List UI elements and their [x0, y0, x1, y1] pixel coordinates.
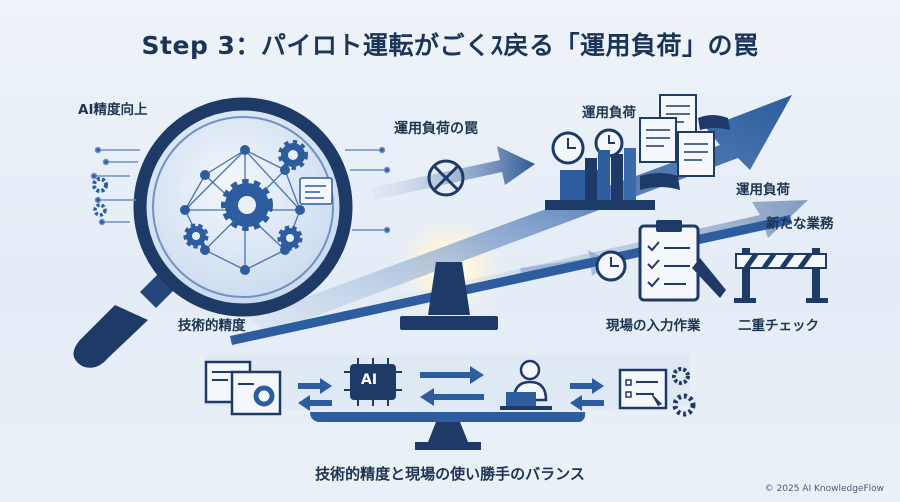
exchange-arrows-icon [298, 366, 604, 411]
label-tech-accuracy: 技術的精度 [178, 318, 246, 334]
binders-icon [545, 148, 655, 210]
label-trap: 運用負荷の罠 [394, 121, 478, 137]
balance-panel [205, 355, 690, 413]
tiny-gear-icon [92, 177, 108, 217]
checklist-icon [618, 367, 696, 417]
label-balance: 技術的精度と現場の使い勝手のバランス [315, 465, 585, 483]
label-load-top: 運用負荷 [582, 105, 636, 121]
network-nodes [180, 145, 305, 275]
label-field-input: 現場の入力作業 [606, 318, 701, 334]
ai-chip-icon [344, 358, 402, 406]
barrier-icon [734, 248, 828, 303]
label-ai-accuracy: AI精度向上 [78, 102, 148, 118]
circuit-lines [90, 146, 391, 234]
label-double-check: 二重チェック [738, 318, 819, 334]
label-load-mid: 運用負荷 [736, 182, 790, 198]
clipboard-icon [638, 220, 726, 302]
documents-icon [639, 94, 730, 190]
rising-arrow [250, 95, 792, 334]
gear-icon [221, 179, 273, 231]
page-title: Step 3：パイロト運転がごくｽ戻る「運用負荷」の罠 [141, 31, 759, 60]
clock-icon [551, 128, 624, 165]
dashboard-icon [204, 360, 282, 416]
balance-scale [310, 412, 586, 450]
clock-small-icon [595, 250, 627, 282]
small-gear-icon [183, 140, 308, 251]
laptop-user-icon [500, 359, 552, 410]
ai-chip-label: AI [361, 372, 378, 388]
cross-circle-icon [427, 159, 465, 197]
code-window-icon [299, 177, 333, 205]
copyright: © 2025 AI KnowledgeFlow [764, 484, 884, 494]
label-new-tasks: 新たな業務 [766, 216, 834, 232]
